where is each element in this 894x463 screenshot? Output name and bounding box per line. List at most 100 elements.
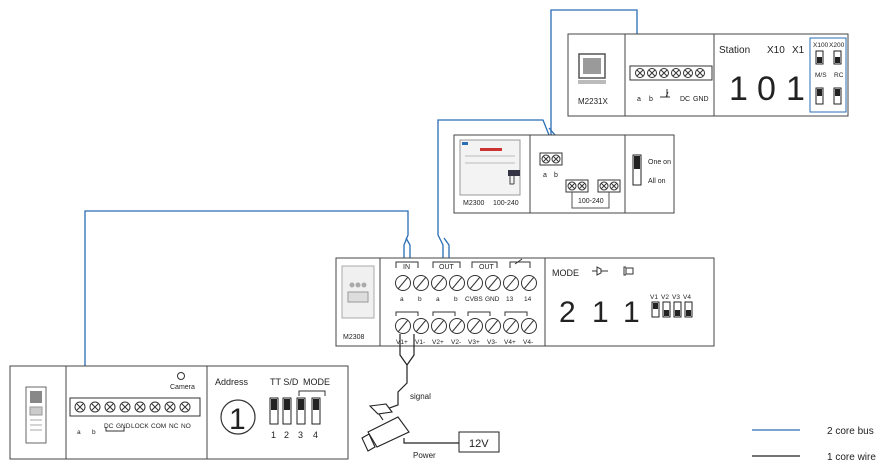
divider-group-out: OUT — [439, 264, 455, 271]
power-wire — [403, 438, 459, 444]
dip-switch — [684, 301, 693, 318]
video-divider: M2308 IN OUT OUT a b a b CVBS GND 13 14 — [335, 257, 715, 347]
divider-top-screws — [395, 275, 537, 291]
door-term-dc: DC — [104, 423, 114, 430]
divider-bottom-screws — [395, 318, 537, 334]
station-term-a: a — [637, 96, 641, 103]
divider-group-in: IN — [403, 264, 410, 271]
divider-digit-2: 1 — [592, 296, 609, 329]
divider-top-term-7: 13 — [506, 296, 514, 303]
divider-bottom-term-8: V4- — [523, 339, 533, 346]
divider-bottom-term-7: V4+ — [504, 339, 516, 346]
divider-dip-v4: V4 — [683, 294, 691, 301]
station-digit-1: 1 — [729, 70, 748, 108]
dip-switch — [269, 397, 279, 425]
station-dip-x200: X200 — [829, 42, 845, 49]
divider-bottom-term-1: V1+ — [396, 339, 408, 346]
power-supply: M2300 100-240 a b 100-240 One on All on — [453, 134, 675, 214]
station-digit-3: 1 — [786, 70, 805, 108]
door-mode-label: MODE — [303, 377, 330, 387]
camera-supply-label: 12V — [469, 438, 489, 450]
dip-switch — [662, 301, 671, 318]
divider-top-term-3: a — [436, 296, 440, 303]
door-station: Camera a b DC GND LOCK COM NC NO Address… — [9, 365, 349, 460]
divider-model: M2308 — [343, 334, 365, 341]
legend-bus-label: 2 core bus — [827, 426, 874, 437]
divider-top-term-1: a — [400, 296, 404, 303]
divider-bottom-term-6: V3- — [487, 339, 497, 346]
door-term-com: COM — [151, 423, 166, 430]
signal-wire — [377, 334, 408, 413]
divider-group-out2: OUT — [479, 264, 495, 271]
divider-top-term-4: b — [454, 296, 458, 303]
divider-top-term-6: GND — [485, 296, 500, 303]
legend-wire-label: 1 core wire — [827, 452, 876, 463]
station-term-b: b — [649, 96, 653, 103]
camera-signal-label: signal — [410, 392, 431, 401]
door-dip-3: 3 — [298, 430, 303, 440]
divider-digit-1: 2 — [559, 296, 576, 329]
station-label: Station — [719, 45, 750, 56]
psu-term-a: a — [543, 172, 547, 179]
divider-bottom-brackets — [395, 311, 528, 316]
divider-bottom-term-2: V1- — [415, 339, 425, 346]
divider-mode-label: MODE — [552, 268, 579, 278]
door-term-gnd: GND — [116, 423, 131, 430]
psu-model: M2300 — [463, 200, 485, 207]
divider-top-term-2: b — [418, 296, 422, 303]
dip-switch — [282, 397, 292, 425]
door-dip-1: 1 — [271, 430, 276, 440]
divider-dip-v3: V3 — [672, 294, 680, 301]
psu-voltage-left: 100-240 — [493, 200, 519, 207]
relay-contact-icon — [509, 258, 531, 268]
station-dip-rc: RC — [834, 72, 844, 79]
indoor-station: M2231X a b DC GND Station X10 X1 1 0 1 X… — [567, 33, 849, 117]
bus-divider-out-b — [443, 237, 450, 262]
station-dip-x100: X100 — [813, 42, 829, 49]
door-dip-2: 2 — [284, 430, 289, 440]
legend: 2 core bus 1 core wire — [752, 426, 876, 463]
camera-wiring: signal 12V Power — [361, 334, 500, 460]
psu-voltage-right: 100-240 — [578, 198, 604, 205]
psu-one-on: One on — [648, 159, 671, 166]
dip-switch — [311, 397, 321, 425]
camera-symbol-icon — [625, 267, 634, 275]
door-term-a: a — [77, 429, 81, 436]
divider-top-term-8: 14 — [524, 296, 532, 303]
dip-switch — [651, 301, 660, 318]
ground-symbol-icon — [660, 89, 670, 98]
divider-bottom-term-4: V2- — [451, 339, 461, 346]
camera-power-label: Power — [413, 451, 436, 460]
door-address-label: Address — [215, 377, 249, 387]
psu-term-b: b — [554, 172, 558, 179]
dip-switch — [673, 301, 682, 318]
divider-bottom-term-3: V2+ — [432, 339, 444, 346]
door-term-no: NO — [181, 423, 191, 430]
psu-toggle-switch — [632, 154, 642, 186]
divider-bottom-term-5: V3+ — [468, 339, 480, 346]
bus-divider-b — [405, 237, 411, 262]
divider-digit-3: 1 — [623, 296, 640, 329]
station-x10-label: X10 — [767, 45, 785, 56]
psu-all-on: All on — [648, 178, 666, 185]
station-term-dc: DC — [680, 96, 690, 103]
station-model: M2231X — [578, 97, 608, 106]
door-dip-4: 4 — [313, 430, 318, 440]
door-term-b: b — [92, 429, 96, 436]
door-term-nc: NC — [169, 423, 179, 430]
door-screws — [74, 401, 191, 413]
dip-switch — [296, 397, 306, 425]
door-term-lock: LOCK — [131, 423, 149, 430]
divider-top-term-5: CVBS — [465, 296, 483, 303]
cctv-camera-icon — [361, 403, 410, 452]
station-digit-2: 0 — [757, 70, 776, 108]
camera-lens-icon — [177, 372, 185, 380]
door-tt-label: TT S/D — [270, 377, 299, 387]
door-lock-icon — [592, 266, 608, 276]
station-dip-ms: M/S — [815, 72, 827, 79]
divider-dip-v2: V2 — [661, 294, 669, 301]
station-screws — [635, 68, 705, 78]
station-term-gnd: GND — [693, 96, 709, 103]
station-x1-label: X1 — [792, 45, 805, 56]
